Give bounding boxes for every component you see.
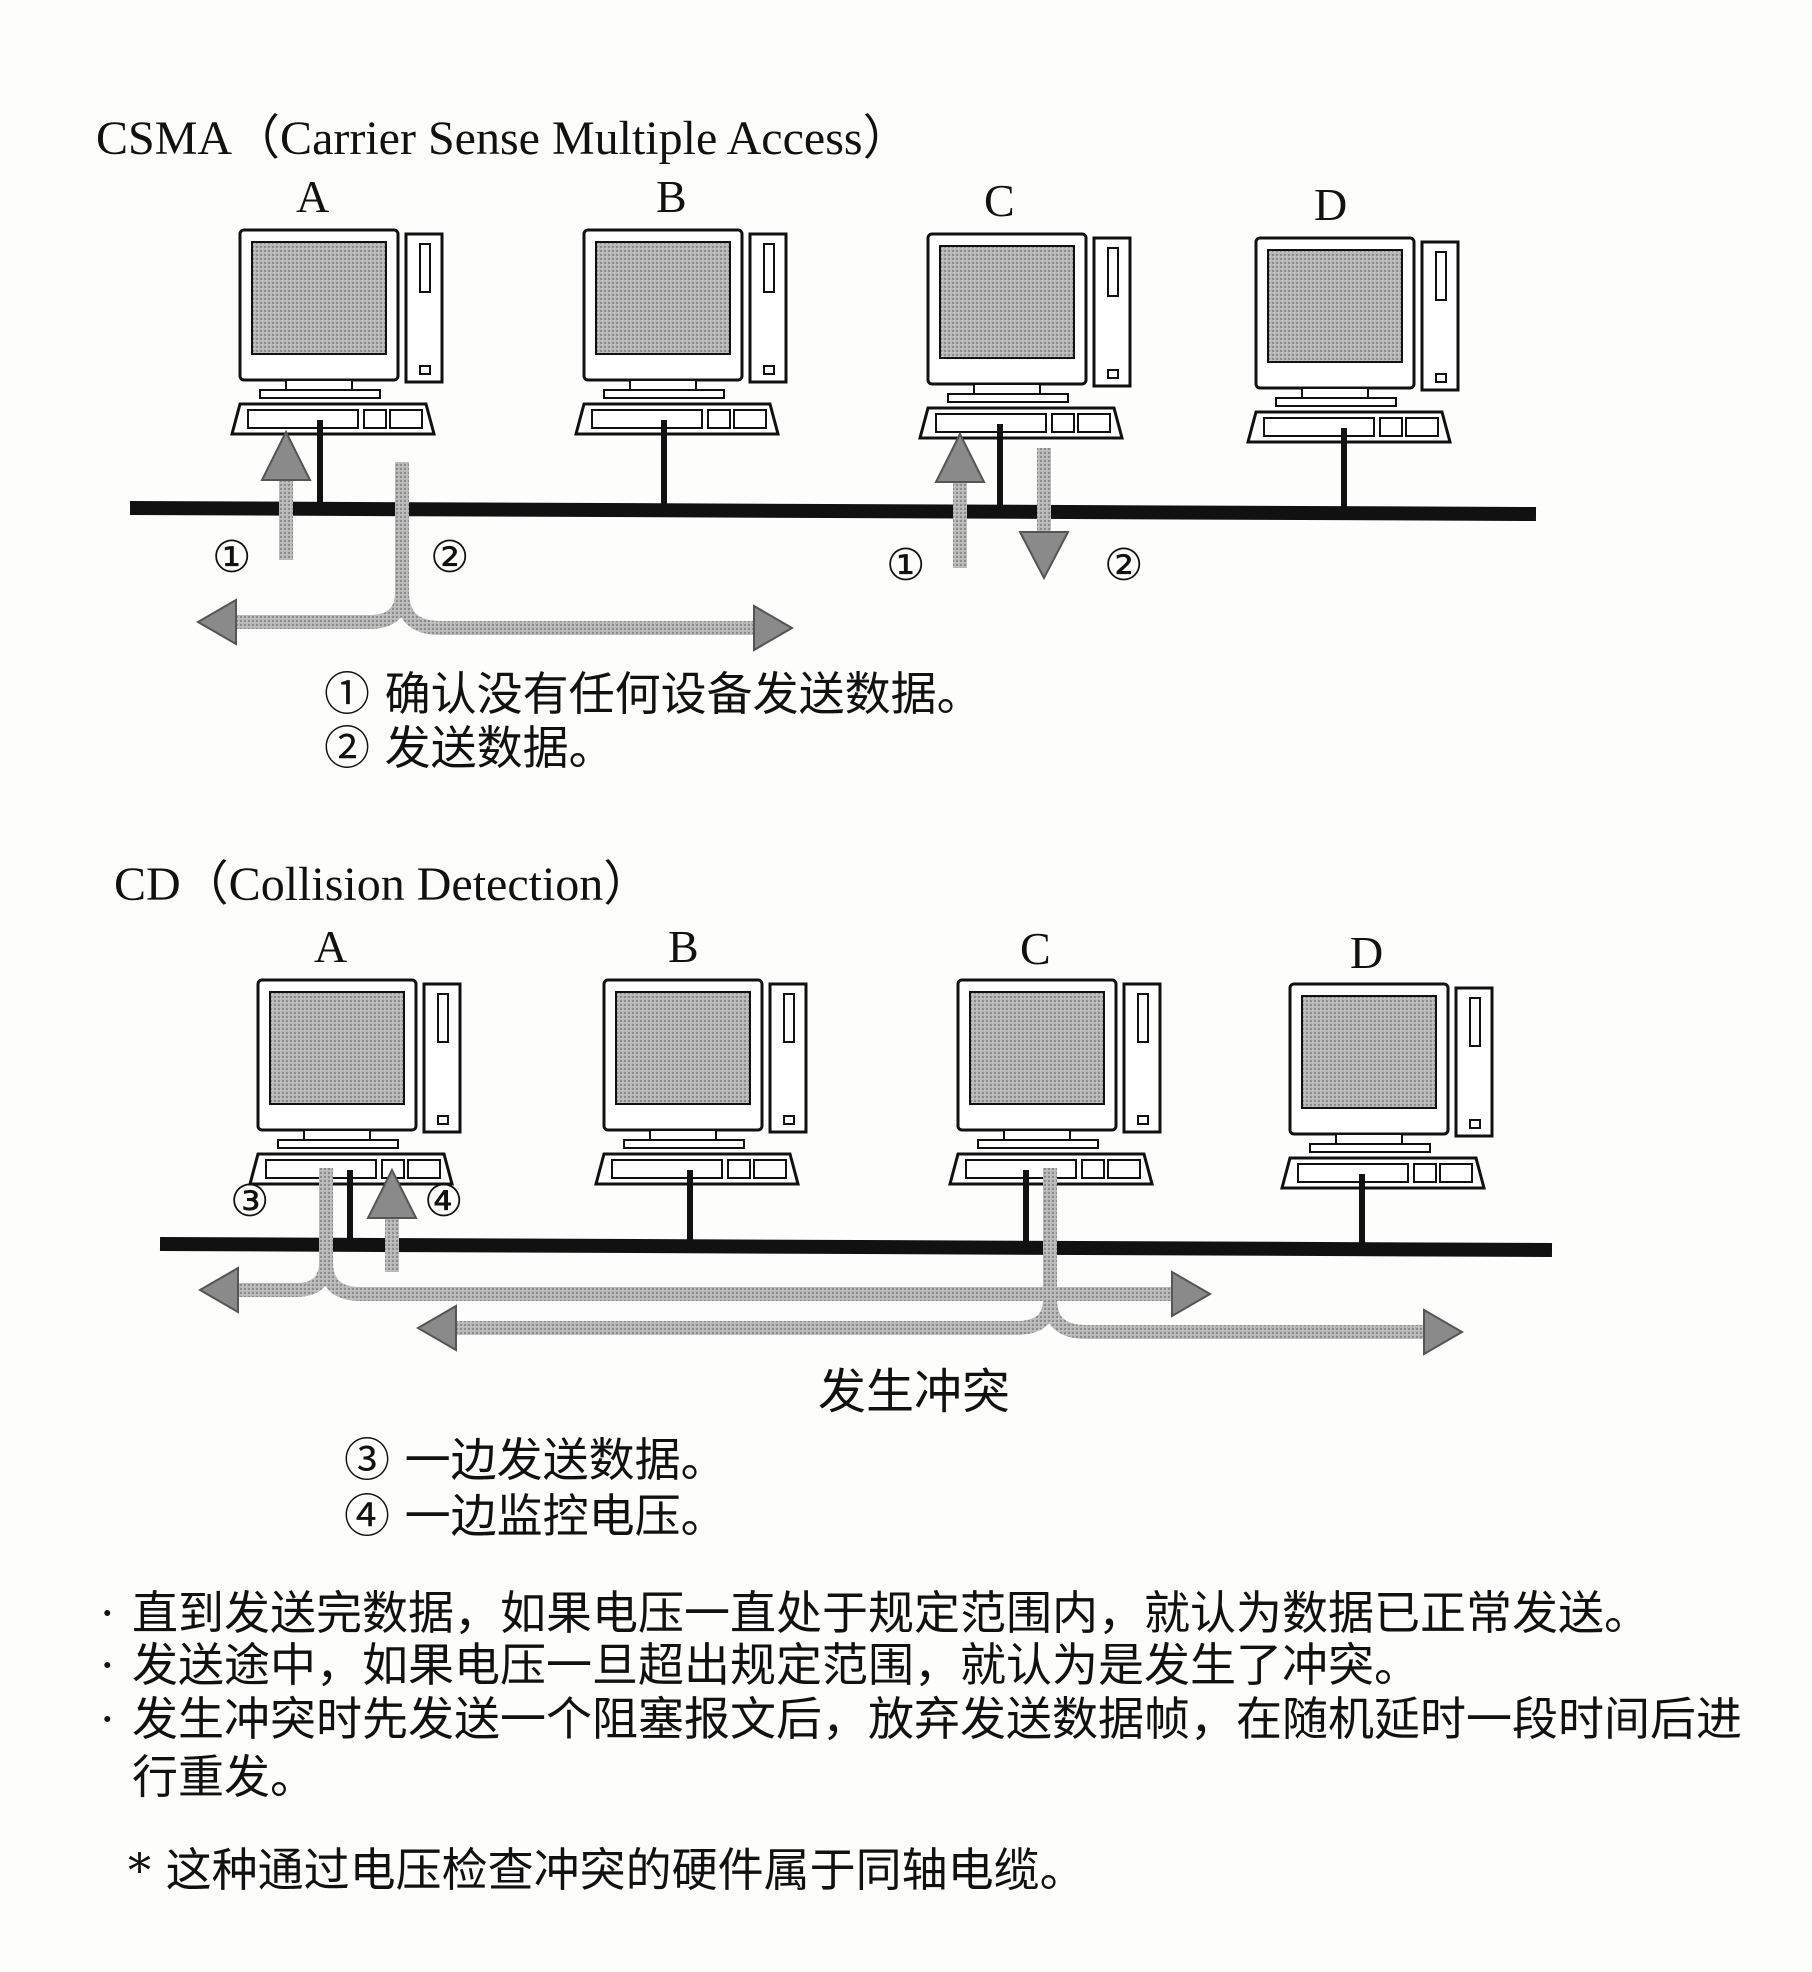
cd-bus-cable [159,1237,1553,1257]
cd-drop-lines [347,1170,1365,1250]
csma-label-a: A [296,171,330,222]
bullet-item-3: · 发生冲突时先发送一个阻塞报文后，放弃发送数据帧，在随机延时一段时间后进行重发… [100,1690,1780,1806]
cd-title: CD（Collision Detection） [114,858,652,911]
bullet-text-3: 发生冲突时先发送一个阻塞报文后，放弃发送数据帧，在随机延时一段时间后进行重发。 [132,1692,1742,1804]
csma-computer-a [230,228,444,436]
collision-label: 发生冲突 [818,1364,1011,1420]
cd-computer-b [594,978,808,1186]
bullet-text-1: 直到发送完数据，如果电压一直处于规定范围内，就认为数据已正常发送。 [132,1586,1650,1640]
csma-computer-b [574,228,788,436]
cd-arrows [224,1168,1432,1339]
bullet-mark: · [100,1692,115,1746]
cd-marker-4: ④ [424,1176,464,1227]
bullet-item-1: · 直到发送完数据，如果电压一直处于规定范围内，就认为数据已正常发送。 [100,1584,1780,1642]
csma-computer-c [918,232,1132,440]
bullet-text-2: 发送途中，如果电压一旦超出规定范围，就认为是发生了冲突。 [132,1638,1420,1692]
footnote: * 这种通过电压检查冲突的硬件属于同轴电缆。 [128,1843,1086,1897]
cd-note-3: ③ 一边发送数据。 [344,1433,727,1487]
csma-marker-2-c: ② [1104,540,1144,591]
csma-label-c: C [984,175,1015,226]
csma-arrowheads [196,429,1070,652]
cd-computer-d [1280,982,1494,1190]
csma-note-2: ② 发送数据。 [324,721,615,775]
csma-drop-lines [317,420,1347,514]
csma-computer-d [1246,236,1460,444]
cd-label-c: C [1020,923,1051,974]
cd-label-d: D [1350,927,1384,978]
csma-label-d: D [1314,179,1348,230]
cd-computer-c [948,978,1162,1186]
csma-bus-cable [129,501,1537,521]
bullet-item-2: · 发送途中，如果电压一旦超出规定范围，就认为是发生了冲突。 [100,1636,1780,1694]
cd-label-b: B [668,921,699,972]
csma-marker-2-a: ② [430,532,470,583]
cd-computer-a [248,978,462,1186]
csma-marker-1-c: ① [886,540,926,591]
csma-title: CSMA（Carrier Sense Multiple Access） [96,112,911,165]
bullet-mark: · [100,1586,115,1640]
cd-marker-3: ③ [230,1176,270,1227]
cd-label-a: A [314,921,348,972]
cd-arrowheads [198,1167,1464,1356]
csma-label-b: B [656,171,687,222]
bullet-mark: · [100,1638,115,1692]
cd-note-4: ④ 一边监控电压。 [344,1489,727,1543]
csma-note-1: ① 确认没有任何设备发送数据。 [324,667,983,721]
csma-arrows [214,448,1051,635]
csma-marker-1-a: ① [212,532,252,583]
